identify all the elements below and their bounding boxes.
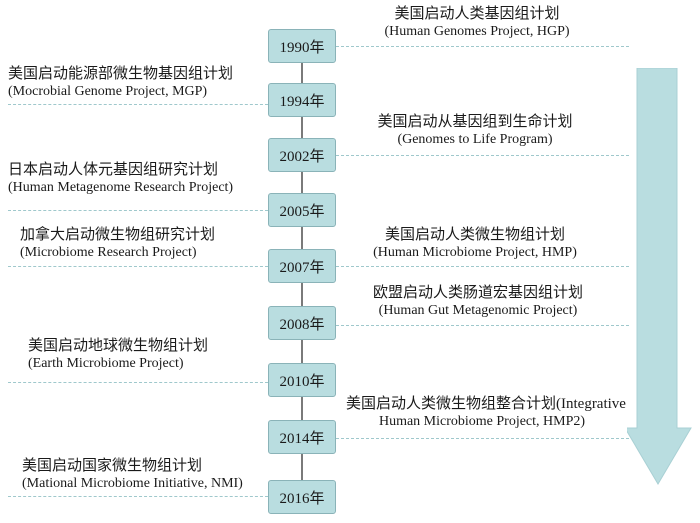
event-title: 日本启动人体元基因组研究计划	[8, 162, 219, 178]
event-title: 美国启动人类基因组计划	[394, 6, 560, 22]
connector-2014	[336, 438, 629, 439]
connector-2005	[8, 210, 268, 211]
event-title: 美国启动人类微生物组整合计划(Integrative	[346, 396, 626, 412]
year-box-2010: 2010年	[268, 363, 336, 397]
event-2005-japan: 日本启动人体元基因组研究计划 (Human Metagenome Researc…	[8, 162, 266, 196]
year-box-1990: 1990年	[268, 29, 336, 63]
event-subtitle: (Human Genomes Project, HGP)	[384, 23, 570, 39]
year-box-2008: 2008年	[268, 306, 336, 340]
event-title: 美国启动地球微生物组计划	[28, 338, 209, 354]
year-box-2005: 2005年	[268, 193, 336, 227]
year-box-2007: 2007年	[268, 249, 336, 283]
event-2010-earth: 美国启动地球微生物组计划 (Earth Microbiome Project)	[28, 338, 264, 372]
event-subtitle: (Mational Microbiome Initiative, NMI)	[22, 475, 243, 491]
event-subtitle: (Human Gut Metagenomic Project)	[378, 302, 578, 318]
event-title: 美国启动从基因组到生命计划	[377, 114, 573, 130]
year-box-2002: 2002年	[268, 138, 336, 172]
event-title: 美国启动人类微生物组计划	[384, 227, 565, 243]
event-title: 加拿大启动微生物组研究计划	[20, 227, 216, 243]
event-subtitle: (Microbiome Research Project)	[20, 244, 197, 260]
connector-2016	[8, 496, 268, 497]
connector-1990	[336, 46, 629, 47]
event-2008-eu: 欧盟启动人类肠道宏基因组计划 (Human Gut Metagenomic Pr…	[350, 285, 606, 319]
event-2016-nmi: 美国启动国家微生物组计划 (Mational Microbiome Initia…	[22, 458, 266, 492]
event-2002-gtl: 美国启动从基因组到生命计划 (Genomes to Life Program)	[350, 114, 600, 148]
event-subtitle: (Genomes to Life Program)	[397, 131, 553, 147]
event-2007-canada: 加拿大启动微生物组研究计划 (Microbiome Research Proje…	[20, 227, 266, 261]
connector-2010	[8, 382, 268, 383]
connector-2007-left	[8, 266, 268, 267]
year-box-2014: 2014年	[268, 420, 336, 454]
event-subtitle: (Human Microbiome Project, HMP)	[373, 244, 577, 260]
year-box-2016: 2016年	[268, 480, 336, 514]
connector-1994	[8, 104, 268, 105]
event-subtitle: (Mocrobial Genome Project, MGP)	[8, 83, 208, 99]
event-subtitle: (Earth Microbiome Project)	[28, 355, 184, 371]
event-2014-hmp2: 美国启动人类微生物组整合计划(Integrative Human Microbi…	[346, 396, 626, 430]
down-arrow-icon	[627, 68, 692, 485]
event-subtitle: Human Microbiome Project, HMP2)	[378, 413, 586, 429]
connector-2008	[336, 325, 629, 326]
event-title: 欧盟启动人类肠道宏基因组计划	[372, 285, 583, 301]
event-title: 美国启动国家微生物组计划	[22, 458, 203, 474]
event-title: 美国启动能源部微生物基因组计划	[8, 66, 234, 82]
event-1994-mgp: 美国启动能源部微生物基因组计划 (Mocrobial Genome Projec…	[8, 66, 266, 100]
year-box-1994: 1994年	[268, 83, 336, 117]
event-2007-hmp: 美国启动人类微生物组计划 (Human Microbiome Project, …	[350, 227, 600, 261]
event-1990-hgp: 美国启动人类基因组计划 (Human Genomes Project, HGP)	[362, 6, 592, 40]
connector-2002	[336, 155, 629, 156]
event-subtitle: (Human Metagenome Research Project)	[8, 179, 234, 195]
connector-2007-right	[336, 266, 629, 267]
